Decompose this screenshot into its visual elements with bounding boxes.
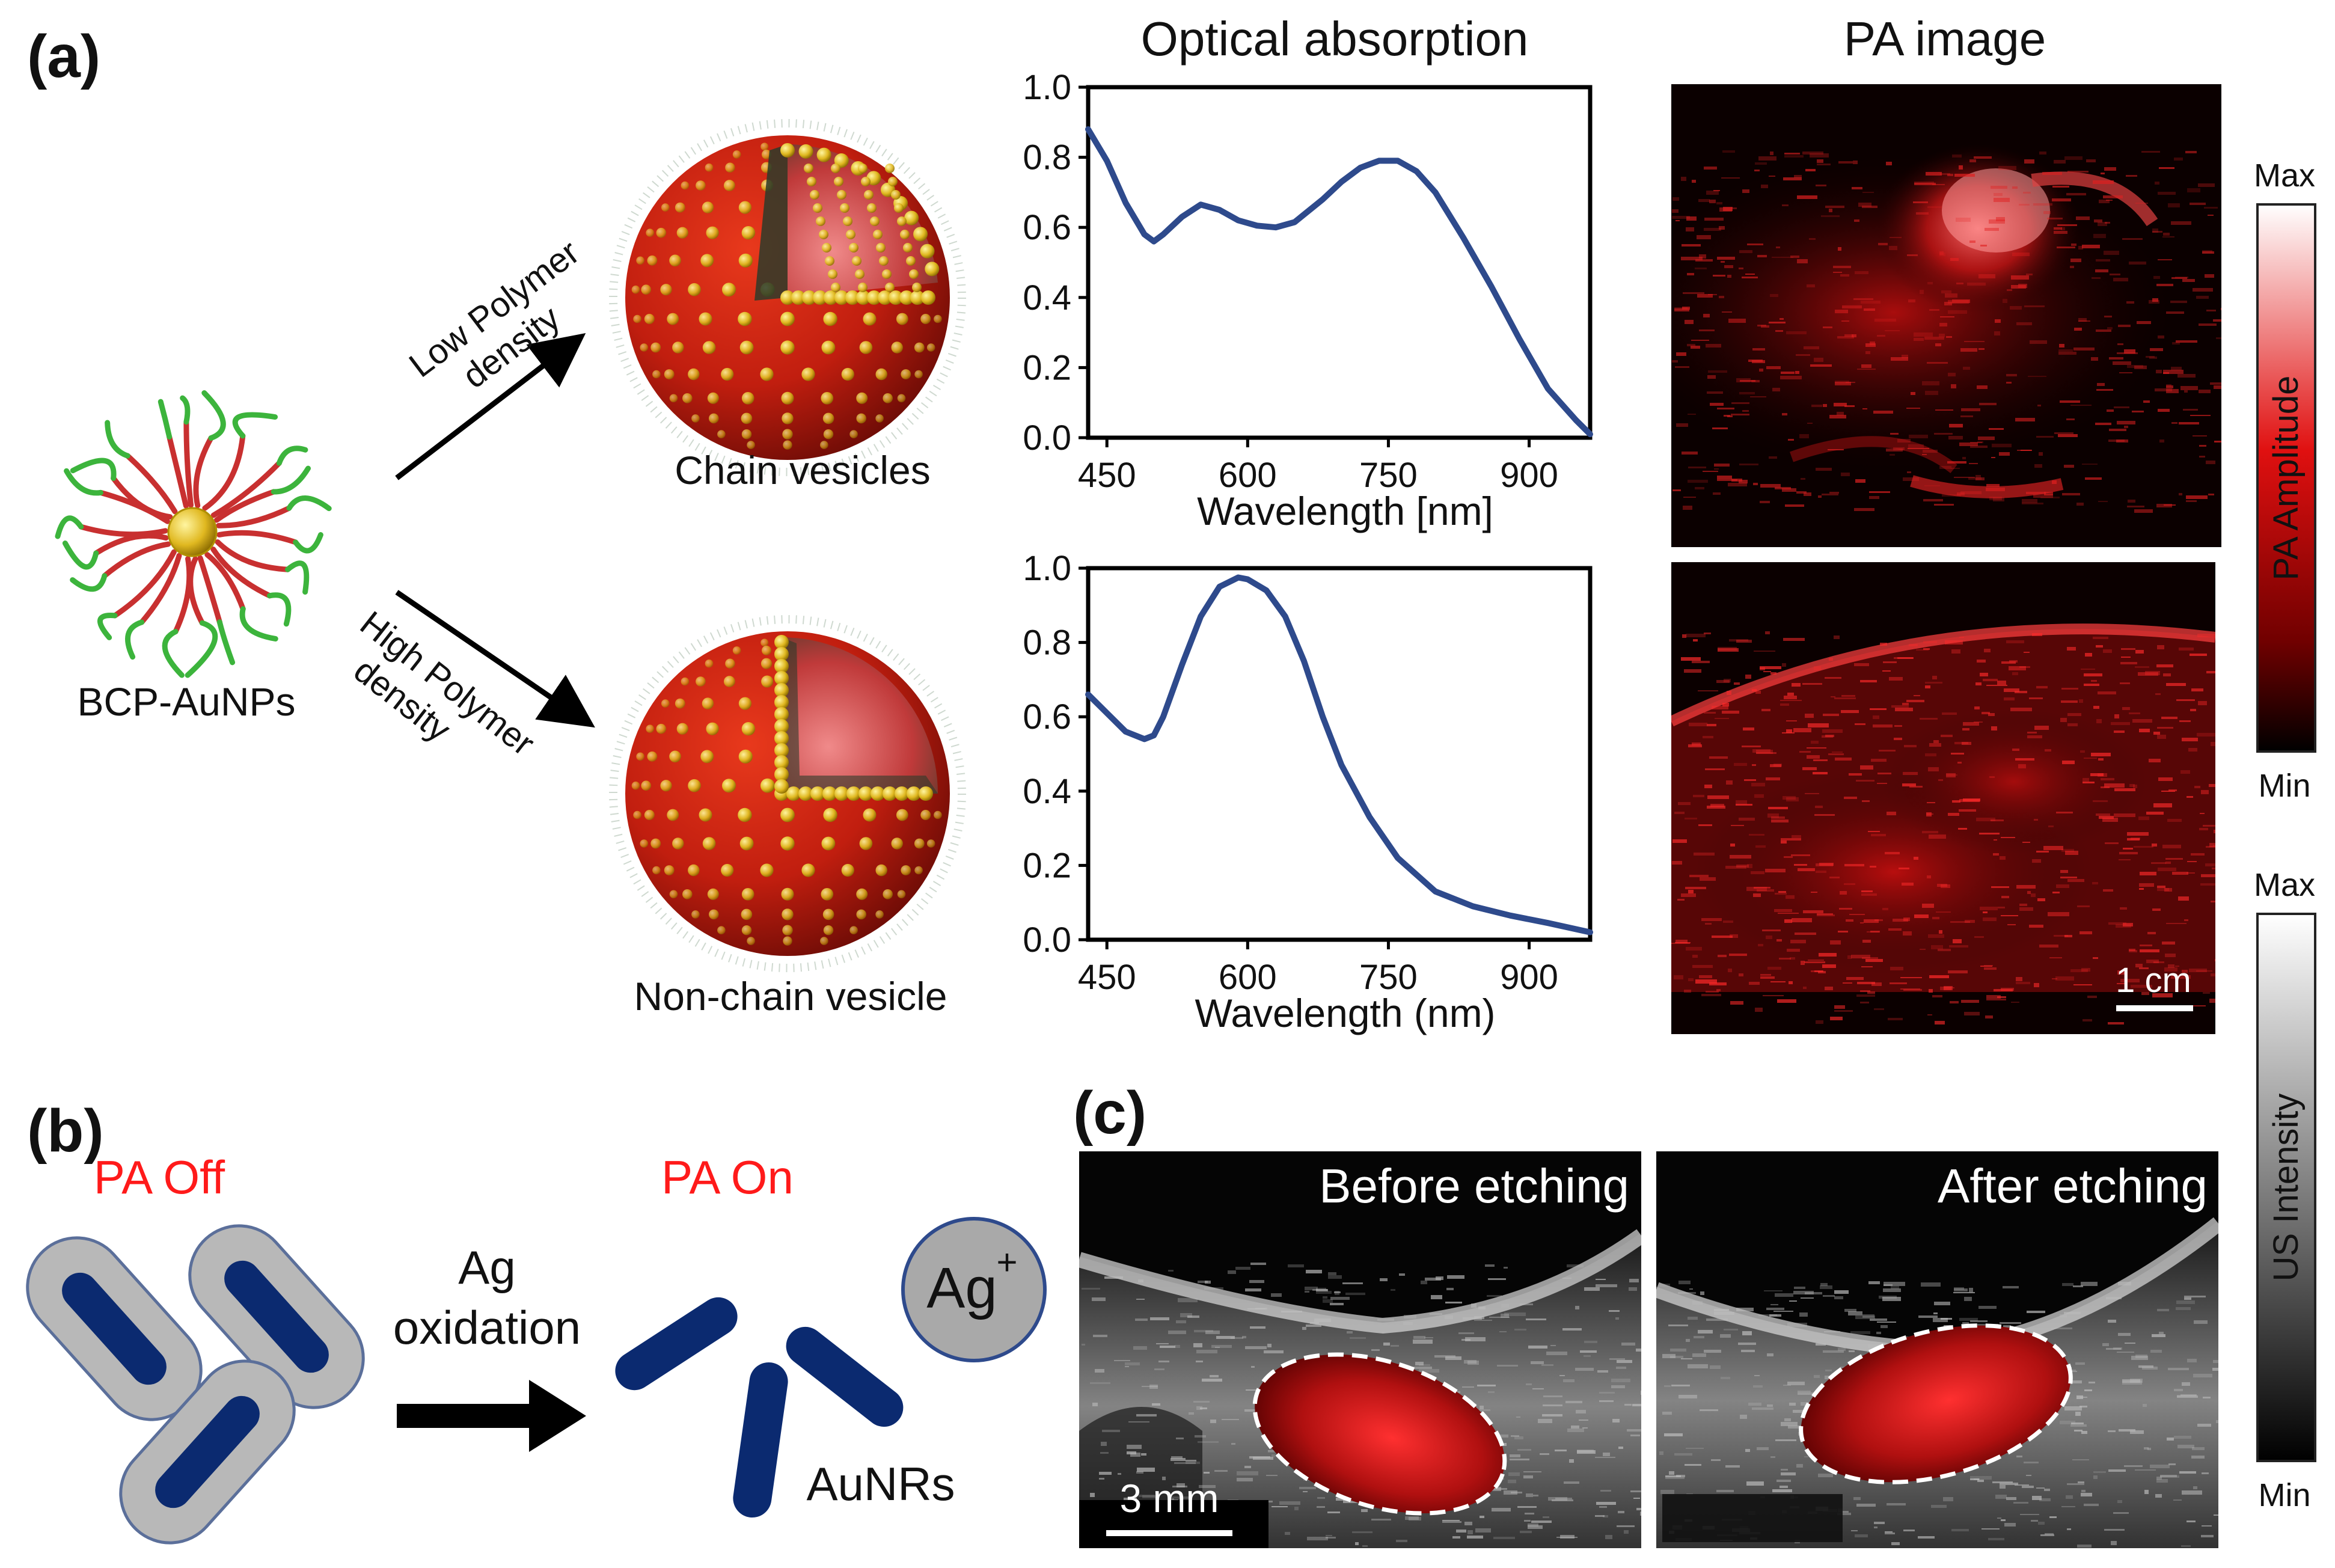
x-axis-label: Wavelength [nm] [1197, 489, 1493, 533]
absorption-chart-bottom: 0.0 0.2 0.4 0.6 0.8 1.0 450 600 750 900Wavelength… [1023, 549, 1593, 1035]
silver-ion-charge: + [996, 1242, 1017, 1282]
y-tick-label: 0.8 [1023, 623, 1071, 663]
absorption-series-line [1085, 574, 1593, 936]
aunrs-label: AuNRs [806, 1457, 955, 1510]
pa-image-bottom: 1 cm [1671, 562, 2215, 1034]
ag-oxidation-line2: oxidation [393, 1301, 581, 1354]
x-tick-label: 600 [1219, 456, 1277, 495]
pa-colorbar-min: Min [2258, 768, 2310, 804]
y-tick-label: 1.0 [1023, 68, 1071, 107]
oxidation-arrow [397, 1380, 586, 1452]
y-tick-label: 0.0 [1023, 920, 1071, 960]
absorption-chart-top: 0.0 0.2 0.4 0.6 0.8 1.0 450 600 750 900Wavelength… [1023, 68, 1593, 533]
plot-frame [1086, 85, 1593, 440]
panel-label-a: (a) [27, 23, 100, 90]
x-tick-label: 750 [1359, 958, 1418, 997]
y-tick-label: 0.6 [1023, 697, 1071, 737]
y-tick-label: 0.2 [1023, 348, 1071, 387]
x-tick-label: 450 [1078, 456, 1136, 495]
non-chain-vesicle-label: Non-chain vesicle [634, 974, 947, 1018]
non-chain-vesicle-illustration [609, 615, 966, 972]
silver-ion: Ag + [901, 1217, 1047, 1362]
pa-on-label: PA On [661, 1151, 794, 1204]
pa-amplitude-colorbar: Max Min PA Amplitude [2254, 158, 2316, 804]
us-image-after: After etching [1656, 1151, 2218, 1548]
arrow-high-label: High Polymer density [347, 604, 542, 764]
plot-frame [1086, 566, 1593, 942]
x-tick-label: 900 [1500, 958, 1558, 997]
x-axis-label: Wavelength (nm) [1195, 991, 1495, 1035]
us-colorbar-max: Max [2254, 867, 2315, 903]
panel-label-c: (c) [1073, 1079, 1146, 1147]
pa-off-label: PA Off [94, 1151, 225, 1204]
pa-scale-bar-label: 1 cm [2116, 961, 2191, 1000]
y-tick-label: 0.0 [1023, 418, 1071, 458]
y-tick-label: 0.6 [1023, 208, 1071, 247]
us-image-before: Before etching 3 mm [1079, 1151, 1641, 1548]
pa-image-title: PA image [1844, 12, 2046, 66]
us-scale-bar [1106, 1530, 1232, 1536]
us-scale-bar-label: 3 mm [1120, 1476, 1219, 1521]
us-intensity-colorbar: Max Min US Intensity [2254, 867, 2316, 1513]
pa-colorbar-label: PA Amplitude [2266, 376, 2306, 581]
after-etching-label: After etching [1938, 1159, 2208, 1213]
bcp-aunps-label: BCP-AuNPs [77, 679, 295, 724]
pa-scale-bar [2116, 1005, 2193, 1011]
silver-coated-rods [26, 1224, 365, 1545]
x-tick-label: 900 [1500, 456, 1558, 495]
arrow-high-density [395, 590, 595, 728]
y-tick-label: 0.4 [1023, 278, 1071, 317]
y-tick-label: 0.4 [1023, 772, 1071, 811]
pa-image-top [1671, 84, 2221, 547]
before-etching-label: Before etching [1319, 1159, 1629, 1213]
arrow-low-label: Low Polymer density [402, 233, 587, 396]
arrow-low-density [395, 333, 586, 480]
silver-ion-label: Ag [926, 1256, 997, 1320]
chain-vesicle-illustration [609, 119, 966, 476]
x-tick-label: 750 [1359, 456, 1418, 495]
bare-aunrs [615, 1297, 904, 1518]
y-tick-label: 1.0 [1023, 549, 1071, 588]
us-colorbar-label: US Intensity [2266, 1094, 2306, 1282]
pa-colorbar-max: Max [2254, 158, 2315, 194]
y-tick-label: 0.2 [1023, 846, 1071, 885]
x-tick-label: 450 [1078, 958, 1136, 997]
bcp-aunp-illustration [55, 390, 332, 678]
x-tick-label: 600 [1219, 958, 1277, 997]
us-colorbar-min: Min [2258, 1477, 2310, 1513]
y-tick-label: 0.8 [1023, 138, 1071, 177]
panel-label-b: (b) [27, 1097, 104, 1165]
absorption-title: Optical absorption [1141, 12, 1529, 66]
absorption-series-line [1085, 126, 1593, 438]
ag-oxidation-line1: Ag [458, 1241, 515, 1294]
chain-vesicles-label: Chain vesicles [675, 448, 931, 492]
